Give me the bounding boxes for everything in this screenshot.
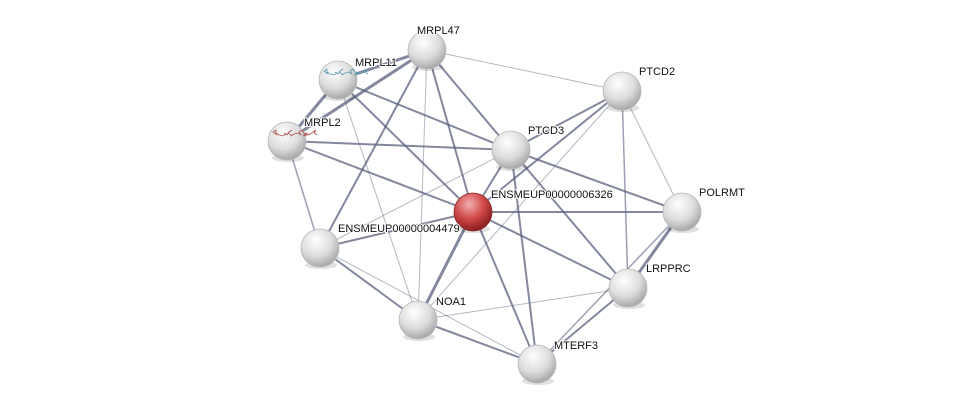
edge-MRPL47-E6326[interactable] bbox=[426, 49, 474, 213]
node-label: LRPPRC bbox=[646, 263, 691, 275]
edge-LRPPRC-NOA1[interactable] bbox=[417, 287, 629, 321]
edge-PTCD2-E6326[interactable] bbox=[472, 90, 623, 213]
edge-LRPPRC-MTERF3[interactable] bbox=[536, 287, 629, 365]
node-sphere[interactable] bbox=[267, 121, 307, 161]
edge-PTCD3-E4479[interactable] bbox=[319, 149, 512, 249]
node-MRPL11[interactable]: MRPL11 bbox=[318, 56, 398, 101]
node-label: NOA1 bbox=[436, 296, 466, 308]
edge-MRPL2-PTCD3[interactable] bbox=[286, 140, 512, 151]
node-label: ENSMEUP00000006326 bbox=[491, 189, 613, 201]
edge-PTCD3-POLRMT[interactable] bbox=[510, 149, 683, 213]
protein-structure-icon bbox=[272, 129, 318, 137]
edge-E6326-MTERF3[interactable] bbox=[472, 211, 538, 365]
edge-E6326-NOA1[interactable] bbox=[416, 211, 475, 321]
edge-PTCD3-PTCD2[interactable] bbox=[510, 90, 623, 151]
node-label: MTERF3 bbox=[554, 340, 598, 352]
node-label: MRPL2 bbox=[304, 117, 341, 129]
node-label: PTCD2 bbox=[639, 66, 675, 78]
edge-E6326-LRPPRC[interactable] bbox=[472, 211, 629, 289]
node-MTERF3[interactable]: MTERF3 bbox=[517, 339, 599, 385]
edge-PTCD3-LRPPRC[interactable] bbox=[510, 149, 629, 289]
node-MRPL2[interactable]: MRPL2 bbox=[267, 116, 342, 162]
edge-MRPL11-NOA1[interactable] bbox=[337, 79, 419, 321]
edge-PTCD2-POLRMT[interactable] bbox=[621, 90, 683, 213]
edge-E4479-NOA1[interactable] bbox=[319, 247, 419, 321]
node-NOA1[interactable]: NOA1 bbox=[398, 295, 467, 341]
edge-PTCD2-LRPPRC[interactable] bbox=[621, 90, 629, 289]
node-PTCD3[interactable]: PTCD3 bbox=[491, 124, 565, 171]
edge-MRPL2-E6326[interactable] bbox=[286, 140, 474, 213]
node-sphere[interactable] bbox=[662, 192, 702, 232]
edge-NOA1-MTERF3[interactable] bbox=[417, 319, 538, 365]
node-E6326[interactable]: ENSMEUP00000006326 bbox=[453, 188, 614, 233]
node-sphere[interactable] bbox=[602, 71, 642, 111]
node-sphere[interactable] bbox=[517, 344, 557, 384]
node-label: MRPL11 bbox=[355, 57, 397, 69]
edge-MRPL47-NOA1[interactable] bbox=[417, 49, 428, 321]
edge-PTCD2-NOA1[interactable] bbox=[417, 90, 623, 321]
node-sphere[interactable] bbox=[300, 228, 340, 268]
protein-structure-icon bbox=[323, 68, 369, 76]
edge-MRPL47-PTCD3[interactable] bbox=[426, 49, 512, 151]
edge-PTCD3-MTERF3[interactable] bbox=[510, 149, 538, 365]
node-sphere[interactable] bbox=[398, 300, 438, 340]
node-label: MRPL47 bbox=[417, 25, 460, 37]
node-POLRMT[interactable]: POLRMT bbox=[662, 186, 746, 233]
node-label: ENSMEUP00000004479 bbox=[338, 223, 460, 235]
node-label: POLRMT bbox=[699, 187, 745, 199]
node-label: PTCD3 bbox=[528, 125, 564, 137]
node-PTCD2[interactable]: PTCD2 bbox=[602, 65, 676, 112]
node-sphere[interactable] bbox=[453, 192, 493, 232]
edge-MRPL11-PTCD3[interactable] bbox=[337, 79, 512, 151]
edge-MRPL47-PTCD2[interactable] bbox=[426, 49, 623, 92]
edge-MRPL47-MRPL2[interactable] bbox=[286, 48, 428, 143]
edge-MRPL47-E4479[interactable] bbox=[319, 49, 428, 249]
node-sphere[interactable] bbox=[407, 30, 447, 70]
node-MRPL47[interactable]: MRPL47 bbox=[407, 24, 461, 71]
edge-E6326-E4479[interactable] bbox=[319, 211, 474, 249]
node-E4479[interactable]: ENSMEUP00000004479 bbox=[300, 222, 461, 269]
node-LRPPRC[interactable]: LRPPRC bbox=[608, 262, 692, 309]
node-sphere[interactable] bbox=[491, 130, 531, 170]
node-sphere[interactable] bbox=[318, 60, 358, 100]
node-sphere[interactable] bbox=[608, 268, 648, 308]
